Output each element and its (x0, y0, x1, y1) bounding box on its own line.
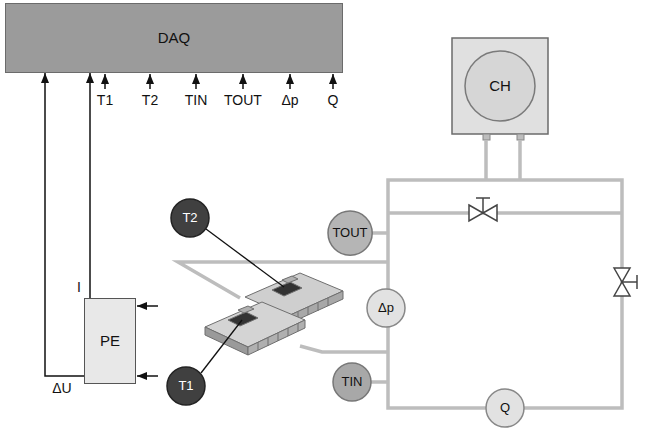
pipe (388, 211, 622, 215)
pressure-sensor: Δp (366, 288, 406, 328)
transistor-tab (282, 276, 298, 283)
signal-name: T2 (142, 92, 158, 108)
valve-half (483, 205, 497, 221)
chiller-housing (452, 38, 548, 134)
node-label: Q (500, 401, 510, 416)
node-label: DAQ (158, 29, 191, 46)
valve-half (614, 282, 630, 296)
valve-half (614, 268, 630, 282)
signal-arrows (105, 74, 333, 376)
node-label: T2 (182, 211, 197, 226)
valve-handle (476, 197, 490, 199)
signal-wire (45, 73, 84, 376)
temperature-sensor: T2 (170, 198, 210, 238)
valve-horizontal (469, 198, 497, 221)
valve-half (469, 205, 483, 221)
valve-handle (636, 275, 638, 289)
heat-sink-front (205, 302, 305, 355)
signal-name: T1 (97, 92, 113, 108)
power-electronics-box: PE (84, 298, 136, 384)
node-label: CH (489, 77, 511, 94)
signal-name: TIN (185, 92, 208, 108)
signal-arrow (104, 74, 106, 89)
node-label: T1 (178, 379, 193, 394)
valve-vertical (614, 268, 637, 296)
signal-arrow (289, 74, 291, 89)
circle-shape (465, 51, 535, 121)
pipe (484, 140, 488, 180)
chiller-port (517, 134, 524, 140)
flow-sensor: Q (485, 388, 525, 428)
circle-shape (167, 367, 205, 405)
temperature-sensor: T1 (166, 366, 206, 406)
signal-name: Δp (281, 92, 298, 108)
pipe (178, 262, 388, 298)
node-label: Δp (378, 301, 394, 316)
daq-box: DAQ (5, 3, 343, 73)
sensor-wire (206, 229, 284, 287)
fin (278, 333, 279, 341)
pipes (178, 140, 622, 408)
fin (298, 323, 299, 331)
plate-side (248, 320, 305, 355)
sensor-wire (201, 320, 242, 373)
transistor-body (228, 312, 258, 326)
signal-arrow (195, 74, 197, 89)
transistor-body (272, 282, 302, 296)
input-arrow (137, 305, 158, 307)
fin (308, 307, 309, 315)
valve-stem (482, 198, 484, 213)
signal-name: Q (328, 92, 339, 108)
node-label: PE (100, 332, 120, 349)
pipe-loop (388, 180, 622, 408)
circle-shape (333, 363, 371, 401)
fin (268, 338, 269, 346)
chiller-circle: CH (464, 50, 536, 122)
pipe (518, 140, 522, 180)
fin (318, 303, 319, 311)
fin (258, 342, 259, 350)
pipe (300, 346, 388, 352)
signal-name: I (77, 279, 81, 295)
signal-name: ΔU (52, 380, 71, 396)
signal-arrow (149, 74, 151, 89)
valve-stem (622, 281, 637, 283)
signal-arrow (242, 74, 244, 89)
transistor-tab (238, 306, 254, 313)
node-label: TOUT (332, 226, 367, 241)
temperature-sensor: TOUT (327, 210, 373, 256)
fin (288, 328, 289, 336)
input-arrow (137, 375, 158, 377)
temperature-sensor: TIN (332, 362, 372, 402)
circle-shape (171, 199, 209, 237)
signal-wire (89, 73, 91, 298)
circle-shape (328, 211, 372, 255)
node-label: TIN (342, 375, 363, 390)
chiller-port (483, 134, 490, 140)
circle-shape (367, 289, 405, 327)
signal-name: TOUT (224, 92, 262, 108)
circle-shape (486, 389, 524, 427)
signal-arrow (332, 74, 334, 89)
fin (328, 298, 329, 306)
